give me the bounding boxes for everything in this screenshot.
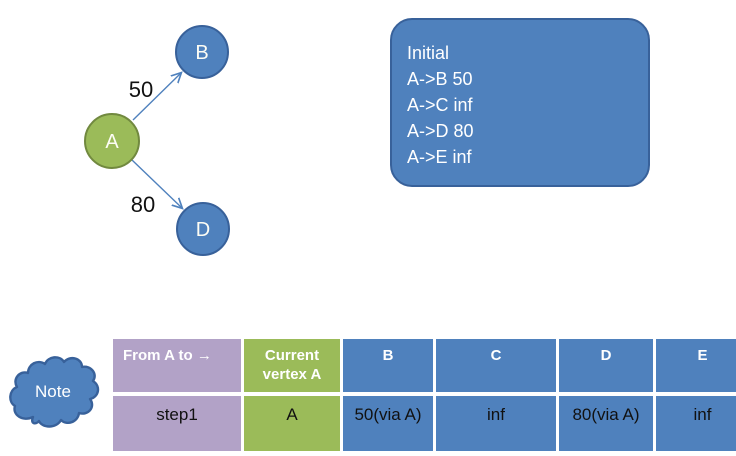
note-cloud: Note [9,356,100,428]
edge-a-b: 50 [129,73,181,121]
table-header-e: E [656,339,736,392]
node-a-circle [84,113,140,169]
initial-box-line: A->D 80 [407,121,474,141]
node-b: B [175,25,229,79]
table-cell-dist-c: inf [436,396,556,451]
initial-box-line: A->B 50 [407,69,473,89]
node-b-circle [175,25,229,79]
node-d: D [176,202,230,256]
cloud-shape [9,356,100,428]
node-d-label: D [196,219,210,241]
graph-diagram: 50 80 A B D [84,25,230,256]
table-header-c: C [436,339,556,392]
initial-box-line: A->C inf [407,95,473,115]
table-cell-dist-e: inf [656,396,736,451]
table-header-d: D [559,339,653,392]
node-b-label: B [195,42,208,64]
table-cell-step: step1 [113,396,241,451]
table-header-b: B [343,339,433,392]
node-a-label: A [105,131,119,153]
node-a: A [84,113,140,169]
edge-weight-a-d: 80 [131,192,155,217]
node-d-circle [176,202,230,256]
table-header-from-a-to: From A to → [113,339,241,392]
table-cell-dist-b: 50(via A) [343,396,433,451]
edge-weight-a-b: 50 [129,77,153,102]
table-header-current-vertex: Current vertex A [244,339,340,392]
distance-table: From A to → Current vertex A B C D E ste… [113,339,736,451]
table-cell-current-vertex: A [244,396,340,451]
edge-a-d: 80 [131,159,182,217]
note-label: Note [35,382,71,401]
table-cell-dist-d: 80(via A) [559,396,653,451]
initial-distances-box: Initial A->B 50 A->C inf A->D 80 A->E in… [390,18,650,187]
initial-box-line: A->E inf [407,147,472,167]
initial-box-line: Initial [407,43,450,63]
